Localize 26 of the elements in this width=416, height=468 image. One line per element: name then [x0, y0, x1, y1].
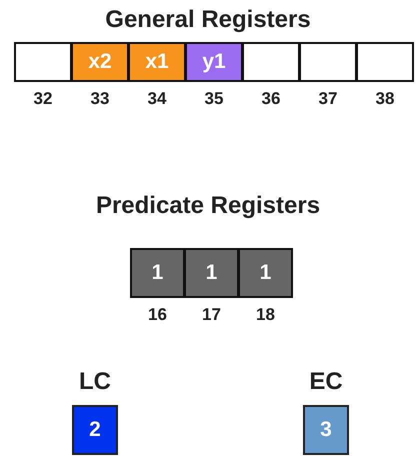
- register-cell: [14, 42, 72, 82]
- register-cell: 1: [184, 248, 239, 298]
- register-cell: x1: [128, 42, 186, 82]
- register-number: 36: [260, 89, 282, 109]
- register-name: EC: [308, 368, 344, 396]
- register-cell: 1: [130, 248, 185, 298]
- register-cell: [356, 42, 414, 82]
- register-number: 37: [318, 89, 338, 109]
- register-cell: y1: [185, 42, 243, 82]
- register-name: LC: [78, 368, 112, 396]
- register-number: 17: [201, 305, 222, 325]
- register-number: 16: [147, 305, 168, 325]
- register-number: 18: [255, 305, 276, 325]
- register-number: 38: [374, 89, 396, 109]
- register-cell: 1: [238, 248, 293, 298]
- counter-register: 2: [72, 405, 118, 455]
- register-number: 34: [146, 89, 168, 109]
- register-cell: x2: [71, 42, 129, 82]
- register-number: 35: [204, 89, 224, 109]
- register-cell: [242, 42, 300, 82]
- section-heading: General Registers: [104, 6, 312, 34]
- register-number: 33: [90, 89, 110, 109]
- register-cell: [299, 42, 357, 82]
- section-heading: Predicate Registers: [94, 192, 322, 220]
- register-number: 32: [32, 89, 54, 109]
- counter-register: 3: [303, 405, 349, 455]
